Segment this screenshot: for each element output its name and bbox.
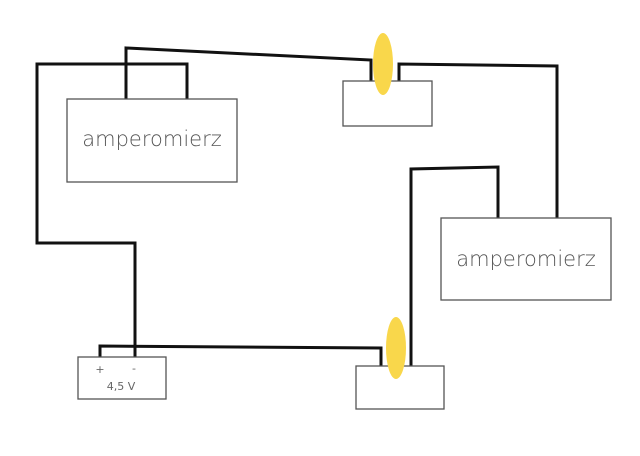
bulb-bottom-icon [386,317,406,379]
bulb-bottom [355,317,445,410]
wire-battery-to-bulb2 [98,344,383,370]
ammeter-right-box [440,217,612,301]
ammeter-right: amperomierz [440,217,612,301]
wire-ammeter2-to-bulb2 [409,165,500,370]
battery-plus-label: + [95,363,104,376]
ammeter-right-label: amperomierz [456,247,595,271]
battery-voltage-label: 4,5 V [107,380,136,393]
wire-ammeter1-to-bulb1 [124,46,373,108]
battery: + - 4,5 V [77,356,167,400]
battery-minus-label: - [132,362,136,375]
bulb-top [342,33,433,127]
ammeter-left-box [66,98,238,183]
bulb-top-icon [373,33,393,95]
battery-box [77,356,167,400]
wire-ammeter1-to-battery [35,62,189,359]
wire-bulb1-to-ammeter2 [397,62,559,219]
wires [35,46,559,370]
ammeter-left: amperomierz [66,98,238,183]
ammeter-left-label: amperomierz [82,127,221,151]
